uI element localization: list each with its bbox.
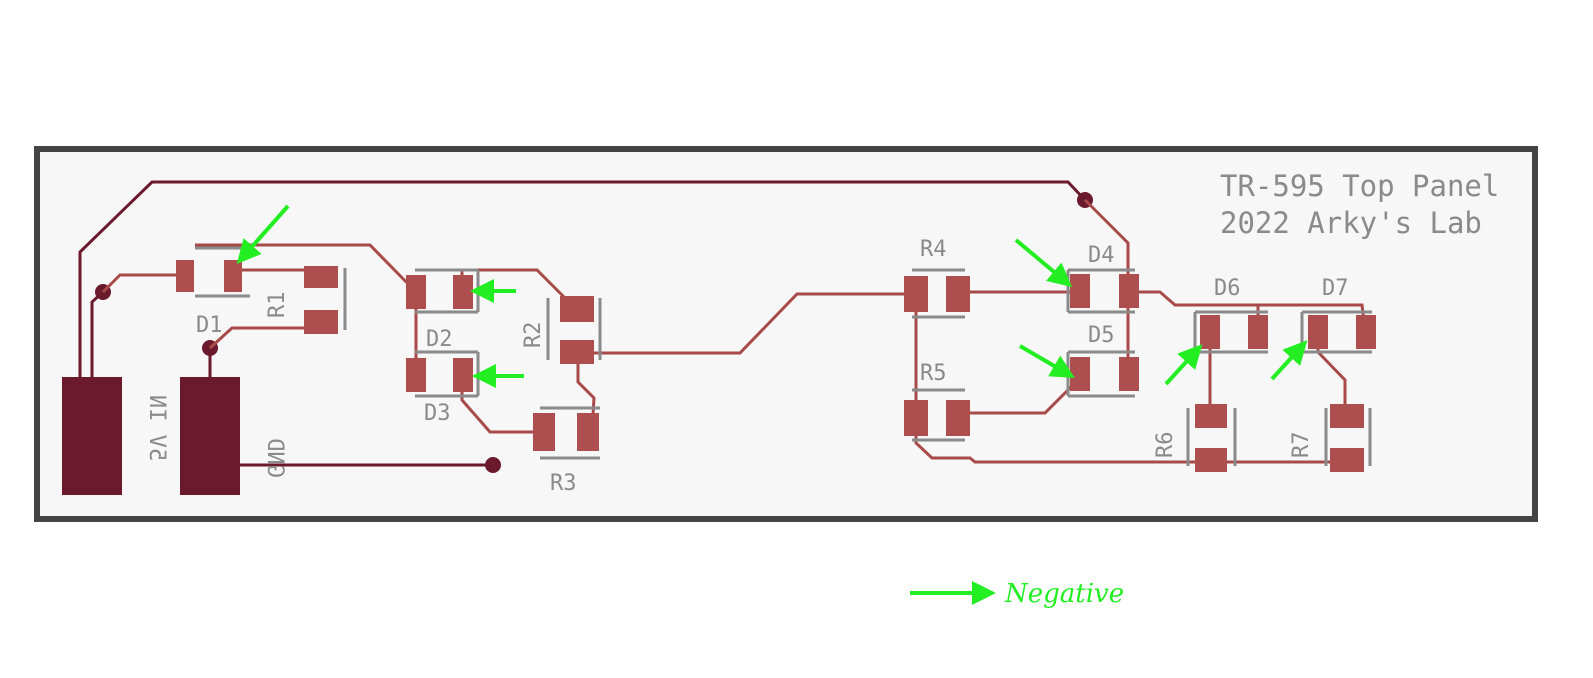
arrow-icon xyxy=(1164,344,1203,386)
label-d1: D1 xyxy=(196,313,223,338)
label-r5: R5 xyxy=(920,361,947,386)
label-r3: R3 xyxy=(550,471,577,496)
negative-arrows xyxy=(236,204,1308,388)
label-r6: R6 xyxy=(1153,432,1178,459)
label-vin: 5V IN xyxy=(144,395,169,461)
board-title-line2: 2022 Arky's Lab xyxy=(1220,206,1482,240)
vin-pad xyxy=(62,377,122,495)
board-outline xyxy=(34,146,1538,522)
board-title-line1: TR-595 Top Panel xyxy=(1220,169,1499,203)
smd-pads xyxy=(176,260,1376,472)
label-d3: D3 xyxy=(424,401,451,426)
legend-label: Negative xyxy=(1004,579,1124,609)
label-gnd: GND xyxy=(262,438,287,478)
label-d7: D7 xyxy=(1322,276,1349,301)
label-d5: D5 xyxy=(1088,323,1115,348)
label-d2: D2 xyxy=(426,327,453,352)
label-d6: D6 xyxy=(1214,276,1241,301)
label-r4: R4 xyxy=(920,237,947,262)
arrow-icon xyxy=(1270,340,1308,381)
label-r1: R1 xyxy=(265,292,290,319)
label-r2: R2 xyxy=(521,322,546,349)
arrow-icon xyxy=(1018,344,1075,379)
arrow-icon xyxy=(1014,238,1073,288)
label-r7: R7 xyxy=(1289,432,1314,459)
silkscreen-outlines xyxy=(195,246,1372,466)
label-d4: D4 xyxy=(1088,243,1115,268)
gnd-pad xyxy=(180,377,240,495)
arrow-icon xyxy=(236,204,290,264)
